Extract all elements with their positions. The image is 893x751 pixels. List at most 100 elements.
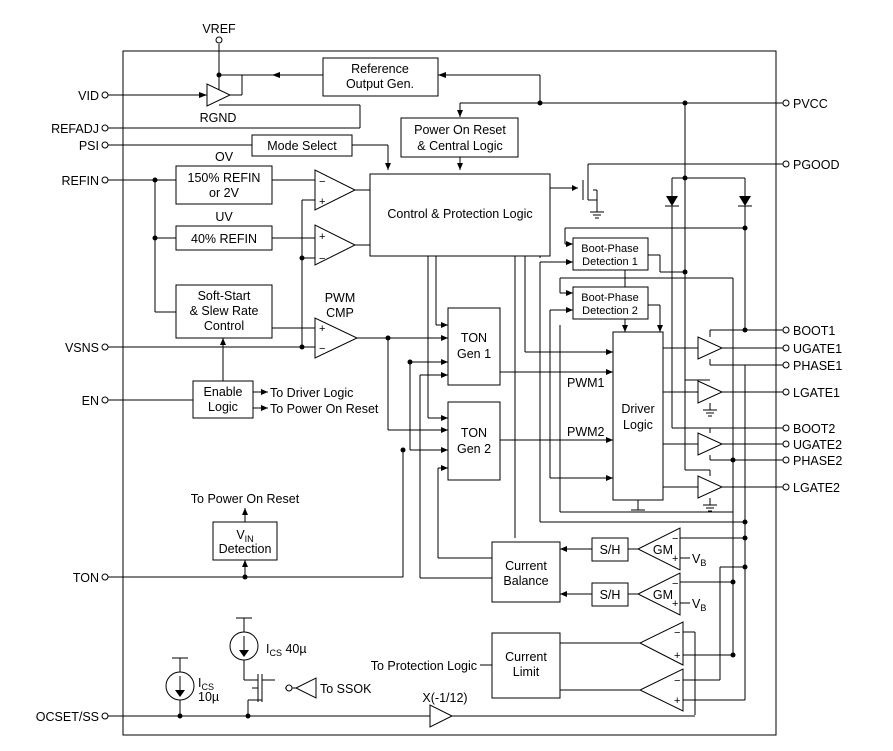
ref-output-line1: Reference xyxy=(351,62,409,76)
ics-10u-label: ICS xyxy=(198,676,214,692)
inverter-bubble xyxy=(285,684,293,692)
svg-text:−: − xyxy=(672,578,678,590)
bp2-line1: Boot-Phase xyxy=(581,292,638,304)
control-protection-block xyxy=(369,173,551,257)
cl-line2: Limit xyxy=(513,665,540,679)
to-power-on-reset: To Power On Reset xyxy=(270,402,379,416)
ugate2-driver xyxy=(697,432,724,456)
driver-line2: Logic xyxy=(623,418,653,432)
uv-line1: 40% REFIN xyxy=(191,232,257,246)
to-power-on-reset-2: To Power On Reset xyxy=(191,492,300,506)
pin-ugate1 xyxy=(782,344,790,352)
label-pgood: PGOOD xyxy=(793,158,840,172)
ics-10u-value: 10µ xyxy=(198,690,219,704)
gm2-label: GM xyxy=(653,588,673,602)
pin-ocset xyxy=(101,712,109,720)
pin-lgate2 xyxy=(782,483,790,491)
pin-boot1 xyxy=(782,326,790,334)
label-ugate2: UGATE2 xyxy=(793,438,842,452)
pwm1-label: PWM1 xyxy=(567,376,605,390)
svg-text:+: + xyxy=(672,598,678,610)
vin-line2: Detection xyxy=(219,542,272,556)
ss-line1: Soft-Start xyxy=(198,289,251,303)
bp1-line1: Boot-Phase xyxy=(581,243,638,255)
wires xyxy=(108,44,783,717)
chip-boundary xyxy=(122,50,777,736)
label-en: EN xyxy=(82,394,99,408)
pins xyxy=(101,36,790,720)
gm-amp-1 xyxy=(636,527,681,571)
to-driver-logic: To Driver Logic xyxy=(270,386,353,400)
arrowheads xyxy=(199,72,751,597)
label-vref: VREF xyxy=(202,22,236,36)
gain-label: X(-1/12) xyxy=(422,691,467,705)
ov-line1: 150% REFIN xyxy=(188,171,261,185)
vin-line1: VIN xyxy=(236,528,253,544)
boot-phase-detection-1 xyxy=(572,237,649,271)
rgnd-label: RGND xyxy=(200,111,237,125)
ov-line2: or 2V xyxy=(209,186,240,200)
svg-text:−: − xyxy=(674,627,680,639)
pin-boot2 xyxy=(782,424,790,432)
svg-text:−: − xyxy=(674,675,680,687)
pin-pvcc xyxy=(782,99,790,107)
ton2-line2: Gen 2 xyxy=(457,442,491,456)
svg-text:+: + xyxy=(319,231,325,243)
vb2-label: VB xyxy=(692,597,706,613)
bp2-line2: Detection 2 xyxy=(582,305,638,317)
driver-line1: Driver xyxy=(621,402,654,416)
rgnd-buffer xyxy=(206,83,232,107)
label-lgate1: LGATE1 xyxy=(793,386,840,400)
enable-line2: Logic xyxy=(208,400,238,414)
current-sources xyxy=(165,631,259,701)
label-vsns: VSNS xyxy=(65,341,99,355)
ton-gen-2-block xyxy=(447,401,501,481)
current-limit-block xyxy=(491,632,561,699)
pin-vref xyxy=(215,36,223,44)
pin-en xyxy=(101,396,109,404)
polarity-signs: − + + − + − − + − + − + − + xyxy=(319,176,680,707)
svg-text:+: + xyxy=(319,323,325,335)
gain-buffer xyxy=(429,704,454,728)
sh-block-1 xyxy=(591,537,629,562)
svg-text:+: + xyxy=(674,650,680,662)
por-line2: & Central Logic xyxy=(417,139,502,153)
pwm-cmp-line2: CMP xyxy=(326,306,354,320)
label-boot1: BOOT1 xyxy=(793,324,835,338)
pin-phase2 xyxy=(782,456,790,464)
ton2-line1: TON xyxy=(461,426,487,440)
boot-phase-detection-2 xyxy=(572,286,649,320)
svg-text:+: + xyxy=(674,695,680,707)
ton1-line1: TON xyxy=(461,331,487,345)
label-ton: TON xyxy=(73,571,99,585)
label-boot2: BOOT2 xyxy=(793,422,835,436)
label-vid: VID xyxy=(78,89,99,103)
ss-line2: & Slew Rate xyxy=(190,304,259,318)
enable-line1: Enable xyxy=(204,385,243,399)
cpl-label: Control & Protection Logic xyxy=(387,207,532,221)
pin-refadj xyxy=(101,124,109,132)
sh2-label: S/H xyxy=(600,588,621,602)
label-phase2: PHASE2 xyxy=(793,454,842,468)
label-psi: PSI xyxy=(79,139,99,153)
uv-comparator xyxy=(314,224,357,266)
pin-lgate1 xyxy=(782,388,790,396)
bp1-line2: Detection 1 xyxy=(582,256,638,268)
to-protection-logic: To Protection Logic xyxy=(371,659,477,673)
to-ssok: To SSOK xyxy=(320,682,372,696)
ics-40u-label: ICS 40µ xyxy=(266,642,307,658)
gm1-label: GM xyxy=(653,543,673,557)
pwm-comparator xyxy=(314,317,359,359)
ton1-line2: Gen 1 xyxy=(457,347,491,361)
label-ugate1: UGATE1 xyxy=(793,342,842,356)
label-refin: REFIN xyxy=(62,174,100,188)
svg-text:−: − xyxy=(319,343,325,355)
sh-block-2 xyxy=(591,582,629,607)
svg-text:+: + xyxy=(319,196,325,208)
lgate1-driver xyxy=(697,380,724,404)
pin-refin xyxy=(101,176,109,184)
svg-text:−: − xyxy=(672,533,678,545)
sh1-label: S/H xyxy=(600,543,621,557)
ss-line3: Control xyxy=(204,319,244,333)
